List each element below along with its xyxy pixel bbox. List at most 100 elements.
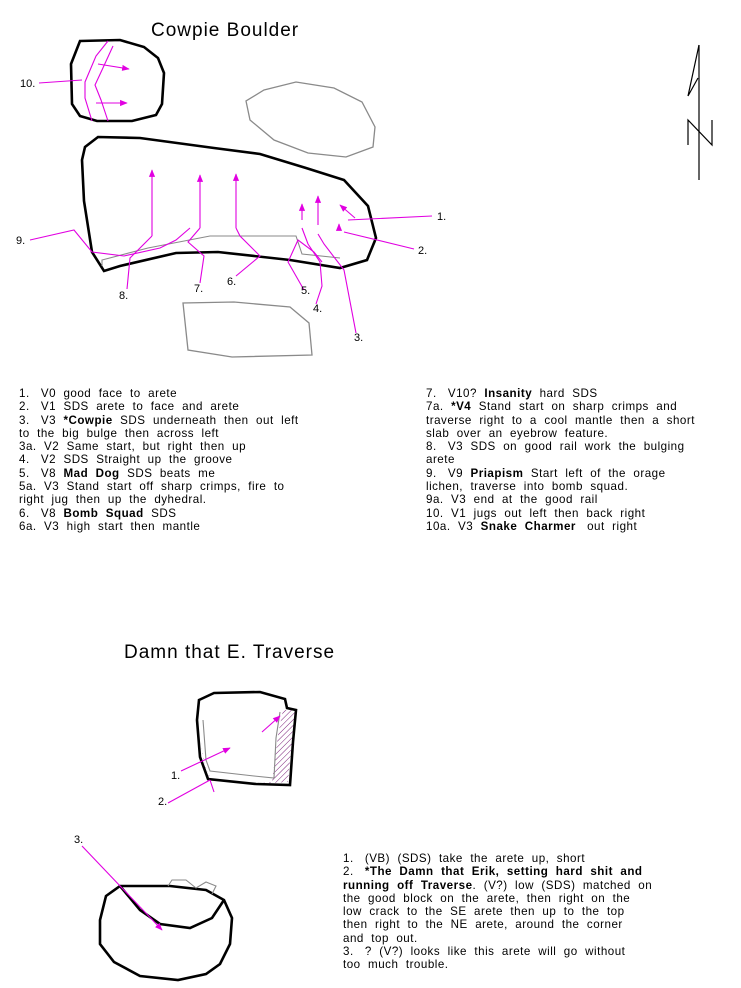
damn-pin-2: 2.: [158, 796, 168, 808]
damn-route-2-traverse: [209, 779, 215, 793]
neighbor-rock-east: [245, 81, 376, 158]
damn-desc-text: and top out.: [343, 931, 418, 945]
route-desc-line: 3a. V2 Same start, but right then up: [19, 440, 349, 453]
route-desc-text: 9a. V3 end at the good rail: [426, 493, 598, 507]
damn-desc-text: . (V?) low (SDS) matched on: [472, 878, 653, 892]
damn-boulder-inner: [202, 711, 281, 779]
damn-desc-line: and top out.: [343, 932, 673, 945]
route-desc-text: Start left of the orage: [523, 466, 666, 480]
route-desc-line: 10. V1 jugs out left then back right: [426, 507, 726, 520]
damn-desc-text: 2.: [343, 865, 365, 879]
route-desc-text: 7a.: [426, 400, 452, 414]
route-desc-line: 1. V0 good face to arete: [19, 387, 349, 400]
pin-8: 8.: [119, 290, 129, 302]
route-desc-line: 9. V9 Priapism Start left of the orage: [426, 467, 726, 480]
pin-5: 5.: [301, 285, 311, 297]
damn-desc-line: 2. *The Damn that Erik, setting hard shi…: [343, 865, 673, 878]
damn-desc-line: running off Traverse. (V?) low (SDS) mat…: [343, 879, 673, 892]
damn-boulder: [195, 690, 298, 787]
route-desc-line: 6. V8 Bomb Squad SDS: [19, 507, 349, 520]
route-desc-line: 6a. V3 high start then mantle: [19, 520, 349, 533]
damn-desc-text: running off Traverse: [343, 878, 473, 892]
pin-1: 1.: [437, 211, 447, 223]
route-desc-line: 3. V3 *Cowpie SDS underneath then out le…: [19, 414, 349, 427]
damn-route-3-line: [81, 845, 163, 931]
damn-desc-text: 3. ? (V?) looks like this arete will go …: [343, 945, 626, 959]
damn-desc-text: low crack to the SE arete then up to the…: [343, 905, 625, 919]
lower-boulder-outline: [98, 884, 234, 982]
damn-desc-text: too much trouble.: [343, 958, 449, 972]
route-desc-text: Stand start on sharp crimps and: [471, 400, 678, 414]
route-desc-text: 5a. V3 Stand start off sharp crimps, fir…: [19, 480, 285, 494]
route-desc-line: lichen, traverse into bomb squad.: [426, 480, 726, 493]
route-6-line: [235, 227, 261, 277]
route-desc-text: hard SDS: [532, 387, 598, 400]
route-desc-text: 6. V8: [19, 506, 64, 520]
route-desc-text: *Cowpie: [63, 413, 113, 427]
route-10-arrow: [97, 63, 130, 71]
route-desc-text: lichen, traverse into bomb squad.: [426, 480, 629, 494]
route-5-line: [287, 239, 323, 291]
route-desc-text: Priapism: [470, 466, 524, 480]
rail-feature-line: [101, 235, 341, 266]
route-desc-line: traverse right to a cool mantle then a s…: [426, 414, 726, 427]
route-desc-text: 10a. V3: [426, 519, 481, 533]
damn-desc-text: the good block on the arete, then right …: [343, 891, 631, 905]
route-desc-text: traverse right to a cool mantle then a s…: [426, 413, 695, 427]
damn-route-2-arrow: [261, 715, 281, 733]
pin-4: 4.: [313, 303, 323, 315]
damn-desc-line: 1. (VB) (SDS) take the arete up, short: [343, 852, 673, 865]
damn-boulder-outline: [195, 690, 298, 787]
damn-traverse-title: Damn that E. Traverse: [124, 642, 336, 663]
damn-desc-text: then right to the NE arete, around the c…: [343, 918, 623, 932]
route-desc-text: 6a. V3 high start then mantle: [19, 519, 201, 533]
route-desc-text: 5. V8: [19, 466, 64, 480]
route-desc-line: 5a. V3 Stand start off sharp crimps, fir…: [19, 480, 349, 493]
damn-desc-text: 1. (VB) (SDS) take the arete up, short: [343, 852, 586, 865]
damn-pin-3: 3.: [74, 834, 84, 846]
route-desc-line: 8. V3 SDS on good rail work the bulging: [426, 440, 726, 453]
route-8-line: [126, 235, 153, 290]
pin-2: 2.: [418, 245, 428, 257]
route-desc-text: 7. V10?: [426, 387, 485, 400]
route-10-leader: [38, 79, 83, 84]
neighbor-rock-south: [182, 301, 313, 358]
north-arrow-icon: [687, 44, 713, 180]
route-desc-text: SDS: [143, 506, 177, 520]
damn-route-1-line: [180, 747, 231, 772]
route-desc-text: 4. V2 SDS Straight up the groove: [19, 453, 233, 467]
route-desc-line: 2. V1 SDS arete to face and arete: [19, 400, 349, 413]
route-1-arrow: [339, 204, 356, 219]
pin-6: 6.: [227, 276, 237, 288]
lower-neighbor-rock: [167, 879, 217, 895]
damn-desc-line: then right to the NE arete, around the c…: [343, 918, 673, 931]
route-desc-text: SDS underneath then out left: [112, 413, 299, 427]
cowpie-boulder-title: Cowpie Boulder: [151, 20, 300, 41]
route-desc-line: arete: [426, 453, 726, 466]
route-7-line: [187, 227, 205, 284]
route-desc-text: *V4: [451, 400, 472, 414]
cowpie-boulder-outline: [80, 135, 378, 273]
route-desc-text: right jug then up the dyhedral.: [19, 493, 207, 507]
boulder-10-outline: [69, 38, 166, 123]
pin-10: 10.: [20, 78, 36, 90]
route-desc-text: 3. V3: [19, 413, 64, 427]
route-desc-text: slab over an eyebrow feature.: [426, 426, 609, 440]
route-desc-text: to the big bulge then across left: [19, 426, 219, 440]
lower-boulder-arete: [119, 885, 226, 930]
damn-desc-line: too much trouble.: [343, 958, 673, 971]
pin-3: 3.: [354, 332, 364, 344]
damn-desc-line: the good block on the arete, then right …: [343, 892, 673, 905]
route-desc-text: 2. V1 SDS arete to face and arete: [19, 400, 240, 414]
route-1-line: [347, 215, 433, 221]
route-desc-text: Snake Charmer: [480, 519, 576, 533]
damn-boulder-hatch: [200, 710, 295, 784]
route-2-line: [343, 231, 415, 250]
route-desc-text: Bomb Squad: [63, 506, 144, 520]
route-desc-text: SDS beats me: [119, 466, 216, 480]
route-desc-text: 3a. V2 Same start, but right then up: [19, 440, 247, 454]
route-desc-line: 7. V10? Insanity hard SDS: [426, 387, 726, 400]
route-desc-text: arete: [426, 453, 455, 467]
